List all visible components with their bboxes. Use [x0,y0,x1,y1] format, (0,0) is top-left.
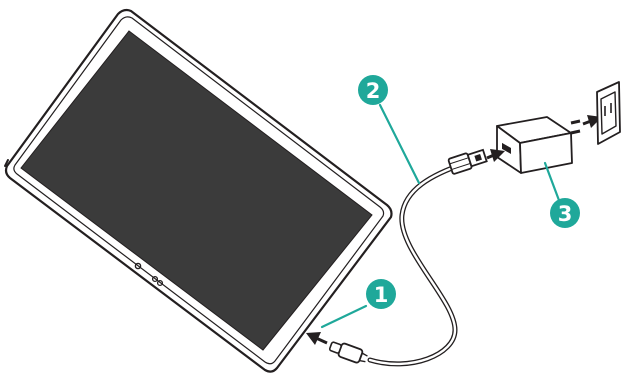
callout-number-tablet: 1 [374,283,389,307]
power-adapter-icon [496,116,581,174]
tablet-icon [4,8,393,373]
callout-number-adapter: 3 [558,202,573,226]
arrow-icon [306,332,328,345]
callout-leader-cable [378,103,421,185]
usb-a-plug [447,148,488,175]
arrow-icon [486,149,505,162]
tablet-screen [20,30,373,351]
usb-cable-icon [328,148,488,367]
callout-badge-adapter: 3 [550,198,580,228]
callout-badge-cable: 2 [358,75,388,105]
callout-leader-tablet [320,304,368,329]
callout-leaders [320,103,562,329]
callout-number-cable: 2 [366,79,381,103]
camera-icon [134,262,142,270]
callout-badge-tablet: 1 [366,279,396,309]
usb-c-plug [328,341,368,364]
callout-leader-adapter [543,161,562,205]
wall-outlet-icon [596,81,621,145]
sensor-icon [151,275,164,287]
